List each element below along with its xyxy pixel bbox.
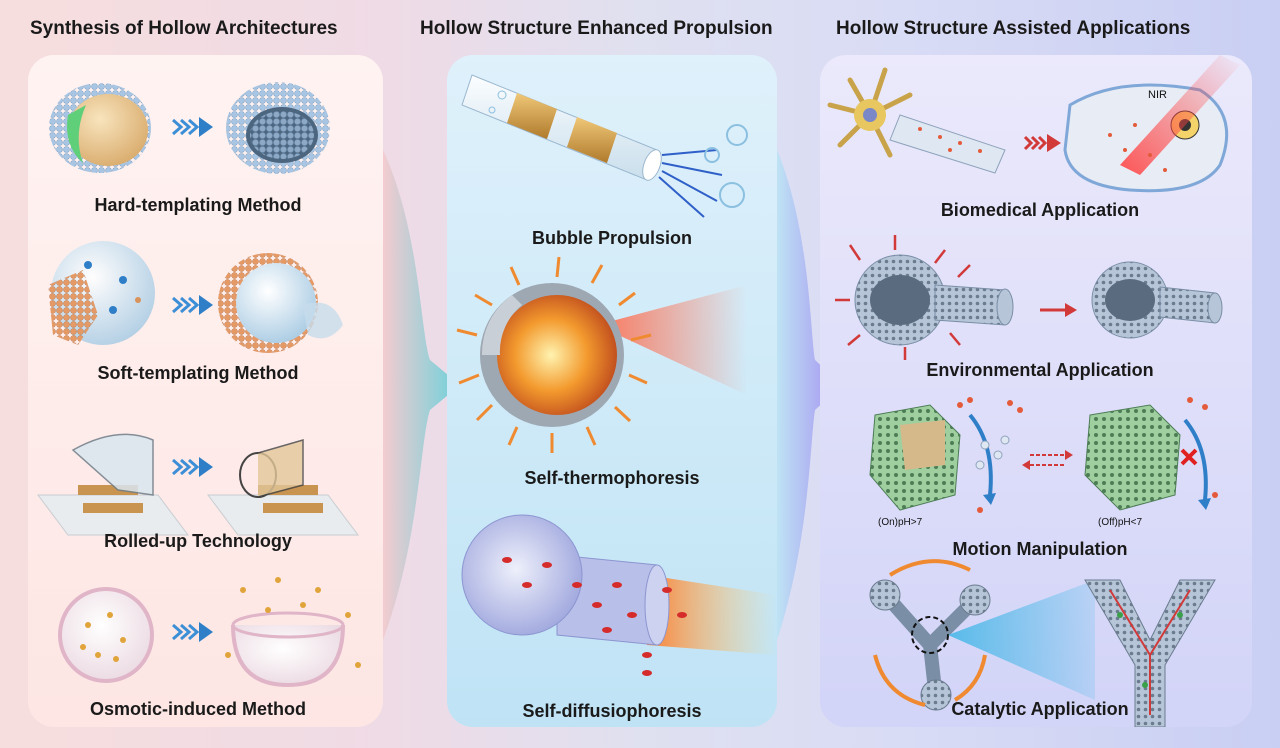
arrow-propulsion-to-applications-icon xyxy=(777,150,842,640)
mof-crystal-on-icon xyxy=(869,404,1010,511)
mof-crystal-off-icon xyxy=(1084,404,1211,511)
application-illustrations xyxy=(827,55,1240,727)
y-channel-icon xyxy=(1084,579,1216,727)
label-environmental: Environmental Application xyxy=(926,360,1154,380)
rolled-tube-icon xyxy=(207,439,359,536)
label-soft-templating: Soft-templating Method xyxy=(97,363,299,383)
chevron-arrow-icon xyxy=(172,295,213,315)
label-ph-off: (Off)pH<7 xyxy=(1098,517,1142,528)
microtube-bubble-jet-icon xyxy=(461,74,748,218)
label-catalytic: Catalytic Application xyxy=(951,699,1129,719)
microtube-carrier-icon xyxy=(889,114,1006,174)
molecule-dots-icon xyxy=(957,397,1218,513)
chevron-arrow-icon xyxy=(172,622,213,642)
label-motion-manipulation: Motion Manipulation xyxy=(952,539,1128,559)
panel-propulsion: Bubble Propulsion Self-thermophoresis Se… xyxy=(447,55,777,727)
rolled-up-film-icon xyxy=(37,433,189,536)
label-bubble-propulsion: Bubble Propulsion xyxy=(532,228,692,248)
soft-template-droplet-icon xyxy=(48,241,155,345)
label-hard-templating: Hard-templating Method xyxy=(94,195,302,215)
burst-vesicle-icon xyxy=(225,577,361,688)
hollow-sphere-icon xyxy=(218,253,343,353)
heading-applications: Hollow Structure Assisted Applications xyxy=(836,18,1191,39)
hard-template-core-shell-icon xyxy=(49,83,151,173)
heading-propulsion: Hollow Structure Enhanced Propulsion xyxy=(420,18,773,39)
label-osmotic-induced: Osmotic-induced Method xyxy=(90,699,306,719)
hollow-shell-icon xyxy=(226,82,330,174)
tripod-motor-icon xyxy=(869,559,991,711)
label-ph-on: (On)pH>7 xyxy=(878,517,923,528)
label-nir: NIR xyxy=(1148,89,1167,101)
chevron-arrow-icon xyxy=(172,117,213,137)
flask-diffusiophoresis-icon xyxy=(461,514,777,676)
synthesis-illustrations xyxy=(37,82,361,688)
toggle-arrows-icon xyxy=(1022,450,1073,470)
clean-flask-motor-icon xyxy=(1091,261,1223,339)
panel-synthesis: Hard-templating Method Soft-templating M… xyxy=(28,55,383,727)
label-self-diffusiophoresis: Self-diffusiophoresis xyxy=(522,701,702,721)
label-self-thermophoresis: Self-thermophoresis xyxy=(524,468,700,488)
osmotic-vesicle-icon xyxy=(58,587,154,683)
zoom-beam-icon xyxy=(948,580,1095,700)
porous-flask-motor-icon xyxy=(835,235,1014,360)
janus-heat-particle-icon xyxy=(456,256,747,453)
heading-synthesis: Synthesis of Hollow Architectures xyxy=(30,18,338,39)
propulsion-illustrations xyxy=(456,74,777,676)
arrow-synthesis-to-propulsion-icon xyxy=(383,150,460,640)
panel-applications: NIR Biomedical Application Environmental… xyxy=(820,55,1252,727)
neuron-cell-icon xyxy=(827,67,913,158)
red-chevron-arrow-icon xyxy=(1023,134,1061,152)
cell-nir-icon xyxy=(1063,55,1240,193)
chevron-arrow-icon xyxy=(172,457,213,477)
label-biomedical: Biomedical Application xyxy=(940,200,1140,220)
red-arrow-icon xyxy=(1040,303,1077,317)
label-rolled-up: Rolled-up Technology xyxy=(104,531,292,551)
